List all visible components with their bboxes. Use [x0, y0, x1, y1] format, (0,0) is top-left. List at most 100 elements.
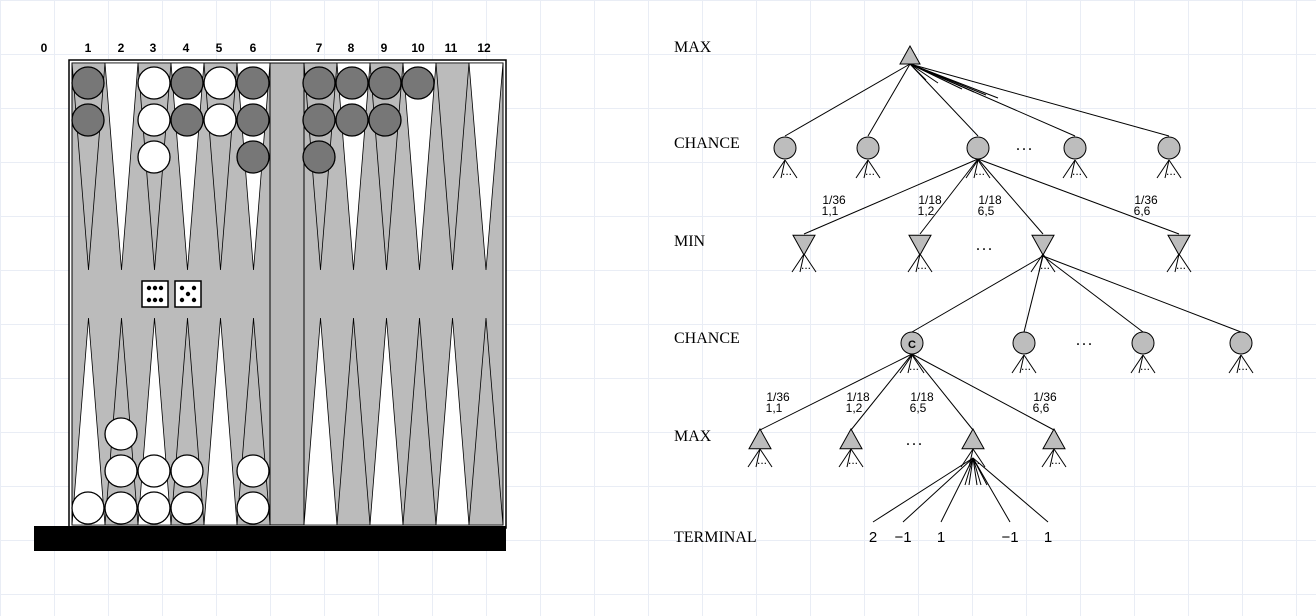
- tree-edge: [977, 158, 1180, 235]
- board-point-triangle: [303, 317, 338, 526]
- min-node: [908, 234, 932, 257]
- subtree-stub-edge: [1166, 253, 1180, 273]
- subtree-stub-edge: [1138, 354, 1144, 374]
- point-number: 11: [445, 41, 458, 55]
- tree-edge: [911, 255, 1044, 333]
- subtree-stub-edge: [838, 448, 852, 468]
- board-point-triangle: [369, 317, 404, 526]
- tree-edge: [759, 353, 913, 431]
- subtree-stub-edge: [1164, 159, 1170, 179]
- point-number: 8: [348, 41, 355, 55]
- tree-edge: [867, 63, 911, 137]
- subtree-stub-edge: [755, 448, 761, 468]
- tree-edge: [902, 457, 974, 523]
- die-pip: [179, 285, 185, 291]
- subtree-stub-edge: [1240, 354, 1254, 374]
- probability-label: 1/18: [846, 390, 870, 404]
- stub-dots: ...: [909, 359, 919, 373]
- subtree-stub-edge: [972, 448, 986, 468]
- board-point-triangle: [468, 62, 504, 271]
- white-checker: [71, 491, 105, 525]
- white-checker: [137, 140, 171, 174]
- point-number: 3: [150, 41, 157, 55]
- tree-edge: [911, 353, 974, 431]
- subtree-stub-edge: [1019, 354, 1025, 374]
- subtree-stub-edge: [919, 253, 933, 273]
- die: [141, 280, 169, 308]
- ellipsis: ...: [1076, 332, 1094, 349]
- stub-dots: ...: [865, 164, 875, 178]
- max-node: [1042, 427, 1066, 450]
- tree-edge: [972, 457, 1049, 523]
- dark-checker: [236, 103, 270, 137]
- dark-checker: [368, 66, 402, 100]
- subtree-stub-edge: [1142, 354, 1156, 374]
- subtree-stub-edge: [1174, 253, 1180, 273]
- dark-checker: [170, 66, 204, 100]
- point-number: 5: [216, 41, 223, 55]
- board-bar: [269, 62, 305, 526]
- chance-node-label: C: [908, 339, 916, 351]
- expectiminimax-game-tree: MAXCHANCEMINCHANCEMAXTERMINAL...........…: [674, 39, 1254, 546]
- chance-node: [1229, 331, 1253, 355]
- dice-roll-label: 6,6: [1134, 204, 1151, 218]
- subtree-stub-edge: [855, 159, 869, 179]
- subtree-stub-edge: [784, 159, 798, 179]
- white-checker: [170, 454, 204, 488]
- terminal-value: −1: [894, 529, 911, 546]
- subtree-stub-edge: [1074, 159, 1088, 179]
- tree-edge: [977, 158, 1044, 235]
- fan-edge: [972, 457, 978, 486]
- stub-dots: ...: [1238, 359, 1248, 373]
- tree-edge: [784, 63, 911, 137]
- level-label-max2: MAX: [674, 428, 712, 445]
- die-pip: [191, 285, 197, 291]
- dice-roll-label: 6,5: [978, 204, 995, 218]
- min-node: [792, 234, 816, 257]
- probability-label: 1/36: [1033, 390, 1057, 404]
- chance-node: [856, 136, 880, 160]
- dark-checker: [236, 66, 270, 100]
- stub-dots: ...: [757, 453, 767, 467]
- stub-dots: ...: [1166, 164, 1176, 178]
- chance-node: [773, 136, 797, 160]
- max-node: [748, 427, 772, 450]
- stub-dots: ...: [848, 453, 858, 467]
- board-point-triangle: [71, 317, 106, 526]
- subtree-stub-edge: [965, 159, 979, 179]
- subtree-stub-edge: [1023, 354, 1037, 374]
- level-label-chance1: CHANCE: [674, 135, 740, 152]
- dark-checker: [302, 66, 336, 100]
- board-point-triangle: [402, 62, 437, 271]
- subtree-stub-edge: [863, 159, 869, 179]
- level-label-min: MIN: [674, 233, 706, 250]
- subtree-stub-edge: [1041, 448, 1055, 468]
- white-checker: [104, 491, 138, 525]
- fan-edge: [972, 457, 988, 486]
- board-point-triangle: [402, 317, 437, 526]
- fan-edge: [964, 457, 974, 486]
- dice-roll-label: 1,1: [766, 401, 783, 415]
- stub-dots: ...: [1176, 258, 1186, 272]
- point-number: 2: [118, 41, 125, 55]
- max-root-node: [899, 44, 921, 65]
- board-point-triangle: [468, 317, 504, 526]
- point-number: 10: [411, 41, 425, 55]
- dice-roll-label: 1,1: [822, 204, 839, 218]
- subtree-stub-edge: [977, 159, 991, 179]
- stub-dots: ...: [801, 258, 811, 272]
- subtree-stub-edge: [759, 448, 773, 468]
- dice-roll-label: 1,2: [918, 204, 935, 218]
- subtree-stub-edge: [1053, 448, 1067, 468]
- terminal-value: 1: [937, 529, 945, 546]
- die-pip: [146, 285, 152, 291]
- white-checker: [170, 491, 204, 525]
- dark-checker: [368, 103, 402, 137]
- terminal-value: 1: [1044, 529, 1052, 546]
- subtree-stub-edge: [1168, 159, 1182, 179]
- ellipsis: ...: [976, 237, 994, 254]
- die-pip: [191, 297, 197, 303]
- probability-label: 1/18: [978, 193, 1002, 207]
- point-number: 6: [250, 41, 257, 55]
- die-pip: [185, 291, 191, 297]
